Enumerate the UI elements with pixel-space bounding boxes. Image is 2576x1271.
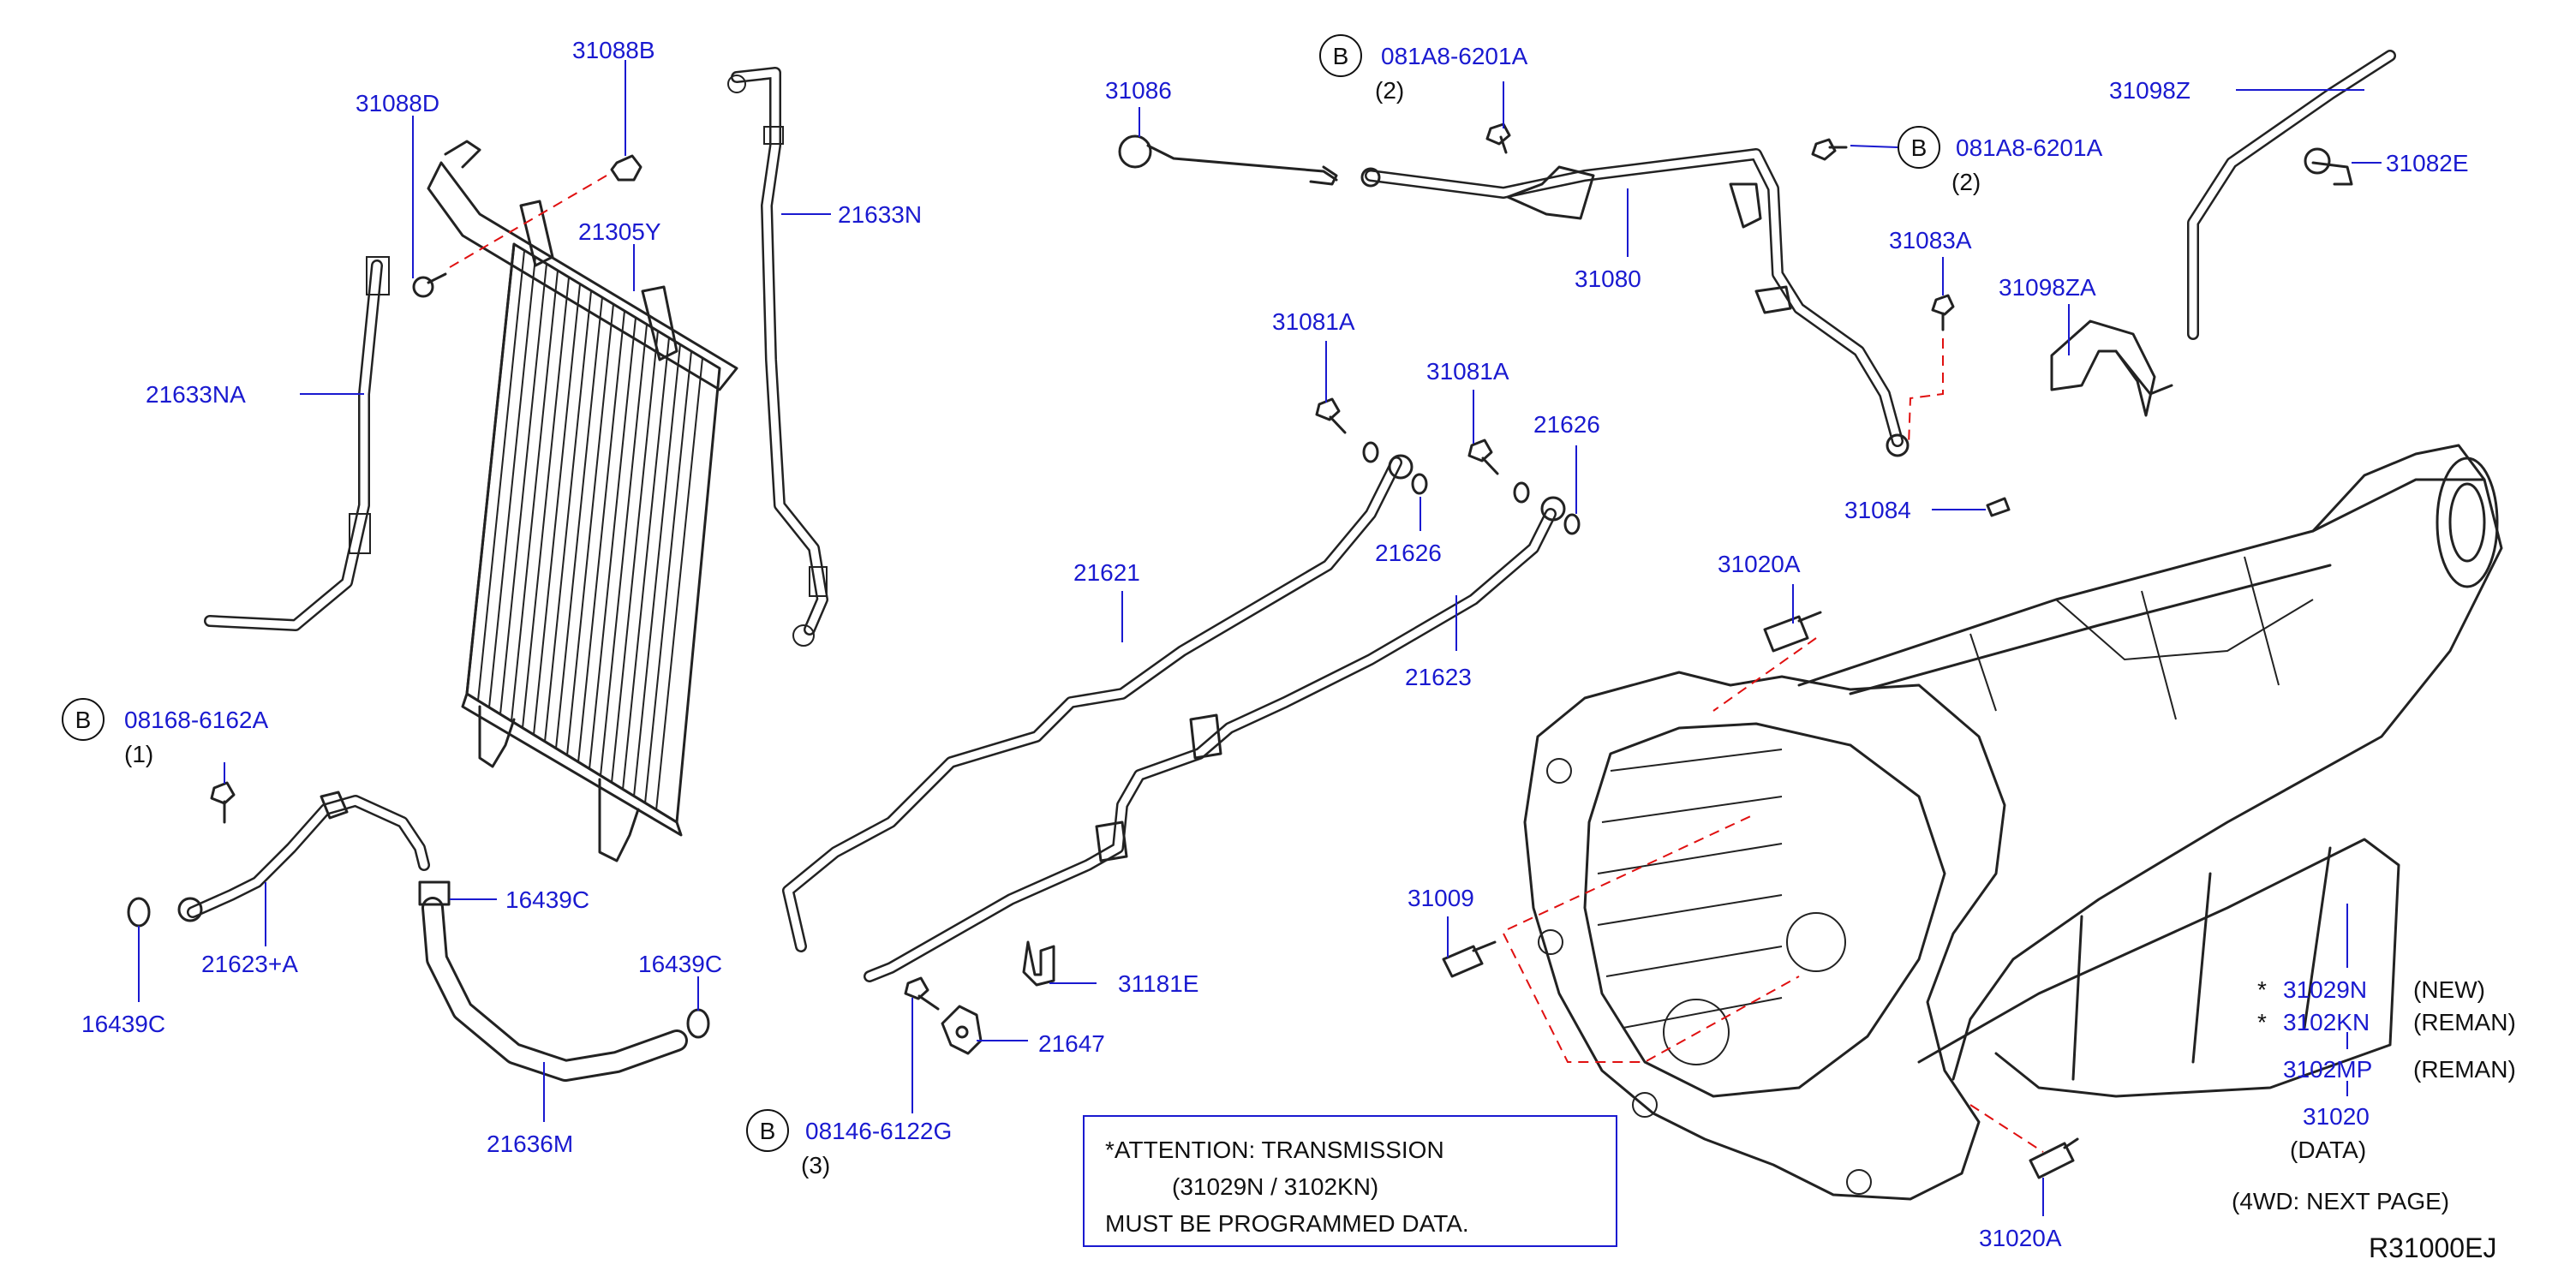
bolt-31088D [412, 272, 447, 298]
label-08146-6122G: 08146-6122G [805, 1118, 952, 1144]
label-31081A-1: 31081A [1272, 308, 1355, 335]
svg-text:B: B [1911, 134, 1928, 161]
hose-21633NA [204, 256, 390, 631]
clip-31084 [1986, 497, 2011, 517]
attention-note: *ATTENTION: TRANSMISSION (31029N / 3102K… [1083, 1115, 1617, 1247]
label-21647: 21647 [1038, 1030, 1105, 1057]
label-21636M: 21636M [487, 1131, 573, 1157]
cooler-fins [477, 250, 703, 811]
red-dash-leaders [445, 175, 2044, 1153]
label-31009: 31009 [1408, 885, 1474, 911]
label-21626-1: 21626 [1533, 411, 1600, 438]
bolt-31009 [1442, 940, 1497, 978]
qty-081A8-top: (2) [1375, 77, 1404, 104]
attention-line-3: MUST BE PROGRAMMED DATA. [1105, 1210, 1469, 1237]
clip-31082E [2304, 147, 2353, 186]
label-31098Z: 31098Z [2109, 77, 2190, 104]
label-31088B: 31088B [572, 37, 655, 63]
label-31029N: 31029N [2283, 976, 2367, 1003]
clamp-21647 [941, 1005, 983, 1055]
label-16439C-2: 16439C [505, 886, 589, 913]
label-new: (NEW) [2413, 976, 2485, 1003]
label-reman-2: (REMAN) [2413, 1056, 2516, 1083]
qty-08146: (3) [801, 1152, 830, 1179]
oil-cooler-21305Y [427, 140, 738, 862]
label-31080: 31080 [1575, 266, 1641, 292]
diagram-code: R31000EJ [2369, 1232, 2496, 1263]
b-circle-top: B [1319, 34, 1362, 77]
transmission-part-list: * 31029N (NEW) * 3102KN (REMAN) 3102MP (… [2257, 976, 2516, 1163]
label-31020A-bottom: 31020A [1979, 1225, 2062, 1251]
tube-21623A [177, 791, 430, 922]
bolts-31081A [1315, 397, 1499, 475]
cap-16439C-a [127, 897, 151, 928]
bolt-31083A [1931, 294, 1955, 331]
label-31086: 31086 [1105, 77, 1172, 104]
label-31082E: 31082E [2386, 150, 2469, 176]
part-number-labels: 31088B 31088D 21305Y 21633N 21633NA 3108… [81, 37, 2469, 1251]
label-31084: 31084 [1844, 497, 1911, 523]
label-31081A-2: 31081A [1426, 358, 1509, 385]
bracket-31098ZA [2050, 319, 2173, 417]
bolt-08168-6162A [210, 781, 236, 824]
label-31020: 31020 [2303, 1103, 2370, 1130]
label-31098ZA: 31098ZA [1999, 274, 2096, 301]
qty-08168: (1) [124, 741, 153, 767]
bolt-081A8-top [1485, 122, 1511, 154]
qty-081A8-right: (2) [1951, 169, 1981, 195]
label-3102MP: 3102MP [2283, 1056, 2372, 1083]
attention-line-2: (31029N / 3102KN) [1172, 1173, 1378, 1200]
label-3102KN: 3102KN [2283, 1009, 2370, 1035]
washers-21626 [1362, 441, 1581, 535]
label-081A8-top: 081A8-6201A [1381, 43, 1528, 69]
label-31083A: 31083A [1889, 227, 1972, 254]
label-16439C-3: 16439C [638, 951, 722, 977]
bell-ribs [1597, 749, 1783, 1029]
label-16439C-1: 16439C [81, 1011, 165, 1037]
label-08168-6162A: 08168-6162A [124, 707, 268, 733]
sensor-31086 [1118, 134, 1338, 186]
b-circle-left: B [62, 698, 105, 741]
bolt-08146-6122G [904, 976, 940, 1011]
label-21633N: 21633N [838, 201, 922, 228]
label-31181E: 31181E [1118, 970, 1198, 997]
cap-16439C-b [686, 1008, 710, 1039]
label-reman-1: (REMAN) [2413, 1009, 2516, 1035]
label-081A8-right: 081A8-6201A [1956, 134, 2103, 161]
transmission-assembly [1523, 444, 2503, 1201]
star-2: * [2257, 1009, 2267, 1035]
bolt-31020A-bottom [2029, 1137, 2079, 1179]
label-31020A-top: 31020A [1718, 551, 1801, 577]
attention-line-1: *ATTENTION: TRANSMISSION [1105, 1137, 1444, 1163]
star-1: * [2257, 976, 2267, 1003]
b-circle-right: B [1898, 126, 1940, 169]
label-data: (DATA) [2290, 1137, 2366, 1163]
hose-21636M [418, 880, 688, 1082]
callout-leaders [138, 60, 2382, 1216]
b-circle-bottom: B [746, 1109, 789, 1152]
bolt-31020A-top [1763, 611, 1822, 653]
svg-text:B: B [1333, 43, 1349, 69]
svg-text:B: B [75, 707, 92, 733]
nut-31088B [610, 154, 643, 182]
label-21623: 21623 [1405, 664, 1472, 690]
label-21633NA: 21633NA [146, 381, 246, 408]
next-page-note: (4WD: NEXT PAGE) [2232, 1188, 2449, 1214]
label-21621: 21621 [1073, 559, 1140, 586]
bolt-081A8-right [1811, 138, 1848, 161]
tube-21621 [782, 454, 1414, 952]
label-21623A: 21623+A [201, 951, 298, 977]
clamp-31181E [1022, 940, 1055, 987]
label-21626-2: 21626 [1375, 540, 1442, 566]
tube-21633N [727, 67, 828, 647]
label-21305Y: 21305Y [578, 218, 661, 245]
hose-31098Z [2187, 50, 2396, 340]
label-31088D: 31088D [356, 90, 439, 116]
svg-text:B: B [760, 1118, 776, 1144]
tube-31080 [1360, 148, 1910, 457]
